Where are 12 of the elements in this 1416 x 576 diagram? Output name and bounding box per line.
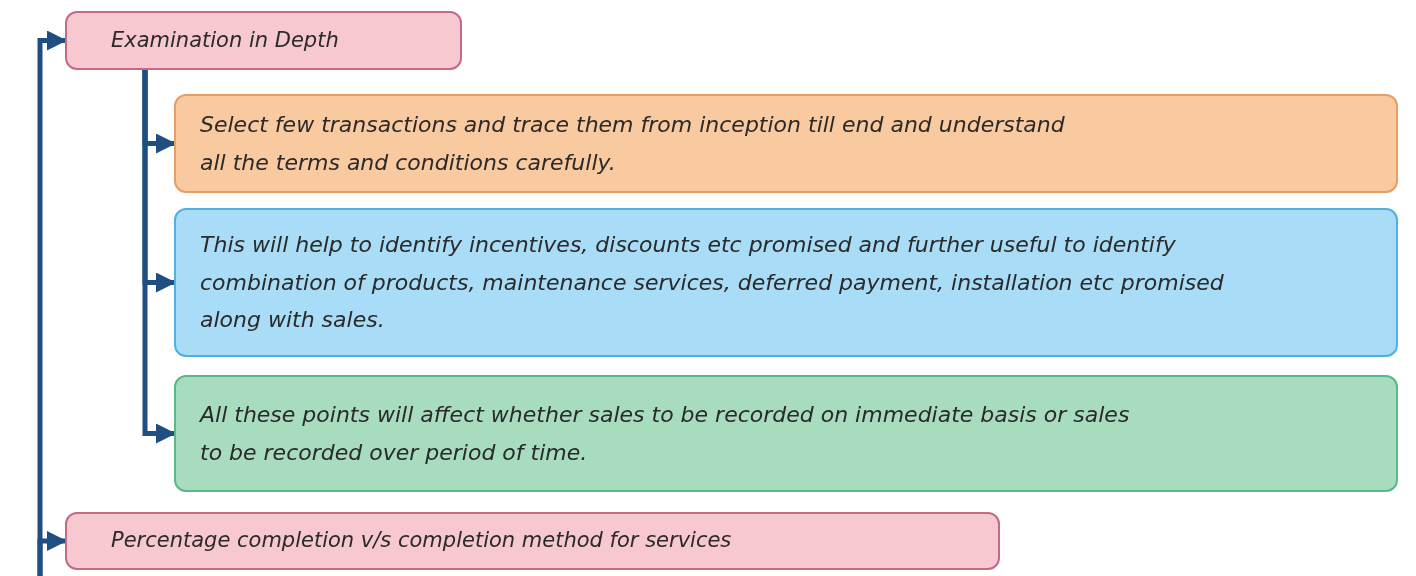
connector-arrow: [37, 531, 67, 576]
box-text: Select few transactions and trace them from inception till end and understand all the terms and conditions carefully.: [200, 111, 1066, 177]
text-box: [65, 512, 1000, 570]
text-box: [174, 208, 1398, 357]
connector-arrow: [142, 70, 176, 444]
box-text: This will help to identify incentives, discounts etc promised and further useful to identify combination of products, maintenance services, deferred payment, installation etc promised along with sales.: [200, 231, 1225, 335]
text-box: [174, 375, 1398, 492]
box-text: All these points will affect whether sales to be recorded on immediate basis or sales to be recorded over period of time.: [200, 401, 1131, 467]
text-box: [174, 94, 1398, 193]
text-box: [65, 11, 462, 70]
box-text: Percentage completion v/s completion method for services: [111, 527, 732, 555]
box-text: Examination in Depth: [111, 26, 339, 54]
